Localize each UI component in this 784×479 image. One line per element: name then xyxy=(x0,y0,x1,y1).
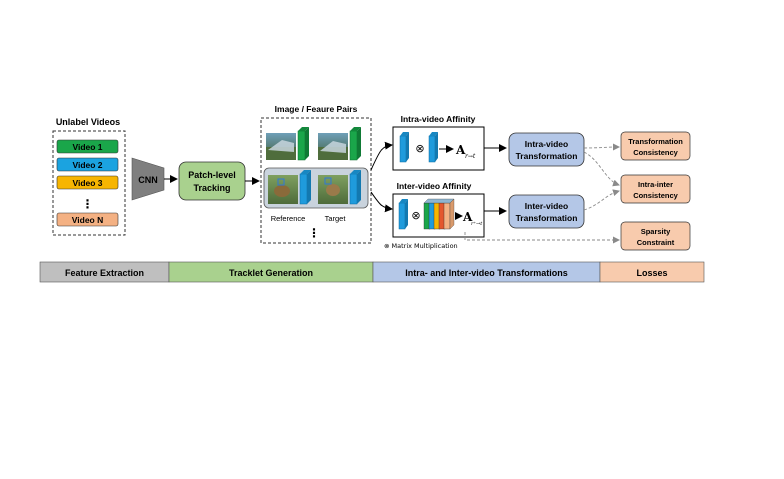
feature-blue-2 xyxy=(349,173,358,205)
video-item-2: Video 2 xyxy=(56,157,119,172)
tracking-block: Patch-level Tracking xyxy=(178,161,246,201)
inter-affinity-symbol: A xyxy=(462,210,473,224)
intra-feature-2 xyxy=(428,132,438,163)
loss-intra-inter-line2: Consistency xyxy=(633,191,678,200)
pairs-title: Image / Feaure Pairs xyxy=(275,104,358,114)
intra-affinity-title: Intra-video Affinity xyxy=(401,114,476,124)
arrow-pairs-to-intra xyxy=(370,141,393,171)
dashed-intra-to-intra-inter xyxy=(583,151,620,187)
intra-transformation-line2: Transformation xyxy=(516,151,578,161)
inter-feature-1 xyxy=(398,199,408,230)
stage-losses-label: Losses xyxy=(636,268,667,278)
inter-affinity-subscript: r⁺→t xyxy=(471,221,483,227)
video-item-1-label: Video 1 xyxy=(72,142,102,152)
loss-transformation-line1: Transformation xyxy=(628,137,683,146)
intra-transformation-line1: Intra-video xyxy=(525,139,568,149)
videos-frame xyxy=(52,130,126,236)
inter-otimes-symbol: ⊗ xyxy=(411,209,420,222)
stage-feature-extraction-label: Feature Extraction xyxy=(65,268,144,278)
intra-feature-1 xyxy=(399,132,409,163)
video-item-1: Video 1 xyxy=(56,139,119,154)
loss-transformation-consistency: Transformation Consistency xyxy=(620,131,691,161)
video-item-n: Video N xyxy=(56,212,119,227)
videos-title: Unlabel Videos xyxy=(56,117,120,127)
loss-intra-inter-consistency: Intra-inter Consistency xyxy=(620,174,691,204)
dashed-intra-to-transformation-consistency xyxy=(583,143,620,151)
reference-label: Reference xyxy=(271,214,306,223)
video-item-n-label: Video N xyxy=(72,215,104,225)
video-item-3: Video 3 xyxy=(56,175,119,190)
intra-otimes-symbol: ⊗ xyxy=(415,142,424,155)
stage-losses xyxy=(599,261,705,283)
inter-feature-stack xyxy=(423,198,455,230)
stage-tracklet-generation-label: Tracklet Generation xyxy=(229,268,313,278)
cnn-label: CNN xyxy=(138,175,158,185)
stage-transformations-label: Intra- and Inter-video Transformations xyxy=(405,268,568,278)
intra-affinity-symbol: A xyxy=(455,143,466,157)
loss-transformation-line2: Consistency xyxy=(633,148,678,157)
videos-ellipsis: ⋮ xyxy=(82,197,94,211)
loss-sparsity-line1: Sparsity xyxy=(641,227,671,236)
pairs-frame xyxy=(260,117,372,244)
tracking-label-line1: Patch-level xyxy=(188,170,236,180)
inter-transformation-line2: Transformation xyxy=(516,213,578,223)
matrix-multiplication-note: ⊗ Matrix Multiplication xyxy=(384,242,458,250)
feature-blue-1 xyxy=(299,173,308,205)
image-pair-highlighted xyxy=(263,167,369,209)
dashed-affinity-to-sparsity xyxy=(464,232,620,244)
image-pair-top xyxy=(266,127,361,161)
video-item-3-label: Video 3 xyxy=(72,178,102,188)
inter-transformation-block: Inter-video Transformation xyxy=(508,194,585,229)
pairs-ellipsis: ⋮ xyxy=(308,226,320,240)
loss-intra-inter-line1: Intra-inter xyxy=(638,180,673,189)
loss-sparsity-line2: Constraint xyxy=(637,238,675,247)
loss-sparsity-constraint: Sparsity Constraint xyxy=(620,221,691,251)
target-label: Target xyxy=(325,214,347,223)
feature-green-2 xyxy=(349,130,358,161)
feature-green-1 xyxy=(297,130,306,161)
intra-transformation-block: Intra-video Transformation xyxy=(508,132,585,167)
cnn-block: CNN xyxy=(131,157,165,201)
inter-transformation-line1: Inter-video xyxy=(525,201,568,211)
video-item-2-label: Video 2 xyxy=(72,160,102,170)
arrow-pairs-to-inter xyxy=(370,191,393,213)
stage-bar: Feature Extraction Tracklet Generation I… xyxy=(39,261,705,283)
intra-affinity-subscript: r→t xyxy=(465,153,476,160)
dashed-inter-to-intra-inter xyxy=(583,189,620,211)
inter-affinity-title: Inter-video Affinity xyxy=(397,181,472,191)
tracking-label-line2: Tracking xyxy=(193,183,230,193)
